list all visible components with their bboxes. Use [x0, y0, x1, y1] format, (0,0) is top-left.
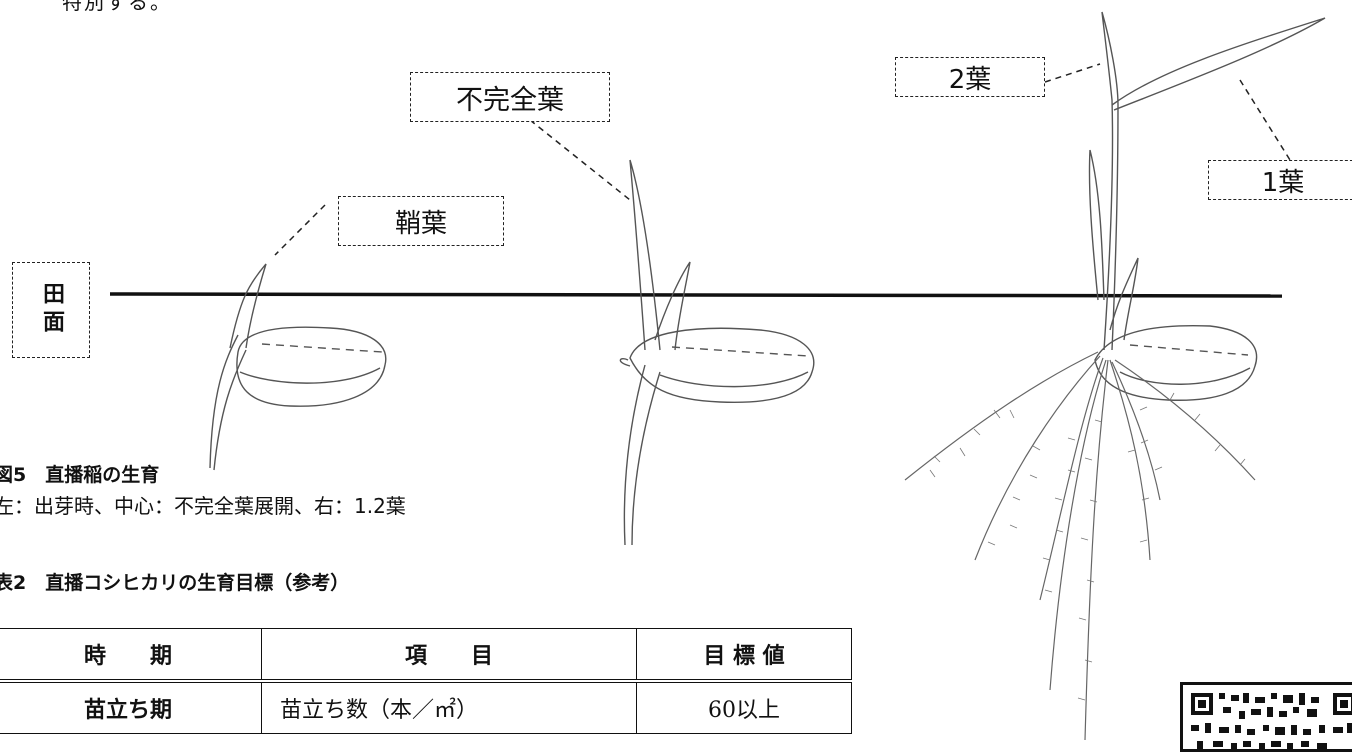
table-row: 苗立ち期 苗立ち数（本／㎡） 60以上 [0, 680, 852, 734]
qr-code[interactable] [1180, 682, 1352, 752]
leader-lines [274, 63, 1291, 256]
growth-target-table: 時 期 項 目 目 標 値 苗立ち期 苗立ち数（本／㎡） 60以上 [0, 628, 852, 734]
seedling-1-2-leaf [1088, 11, 1326, 401]
incomplete-leaf-label: 不完全葉 [410, 72, 610, 122]
seedling-emergence [209, 263, 387, 471]
coleoptile-label: 鞘葉 [338, 196, 504, 246]
first-leaf-label: 1葉 [1208, 160, 1352, 200]
cell-target: 60以上 [636, 680, 852, 734]
root-hairs [929, 392, 1246, 701]
figure-caption-title: 図5 直播稲の生育 [0, 464, 160, 486]
table-header-row: 時 期 項 目 目 標 値 [0, 628, 852, 683]
header-target: 目 標 値 [636, 628, 852, 683]
paddy-surface-line [109, 292, 1283, 298]
header-period: 時 期 [0, 628, 262, 683]
cell-period: 苗立ち期 [0, 680, 262, 734]
seedling-incomplete-leaf [619, 159, 815, 546]
cut-off-body-text: 特別する。 [62, 0, 172, 14]
figure-caption-subtitle: 左：出芽時、中心：不完全葉展開、右：1.2葉 [0, 494, 406, 518]
paddy-surface-label: 田面 [12, 262, 90, 358]
table-title: 表2 直播コシヒカリの生育目標（参考） [0, 572, 350, 594]
header-item: 項 目 [261, 628, 637, 683]
second-leaf-label: 2葉 [895, 57, 1045, 97]
seedling-roots [904, 351, 1256, 740]
cell-item: 苗立ち数（本／㎡） [261, 680, 637, 734]
